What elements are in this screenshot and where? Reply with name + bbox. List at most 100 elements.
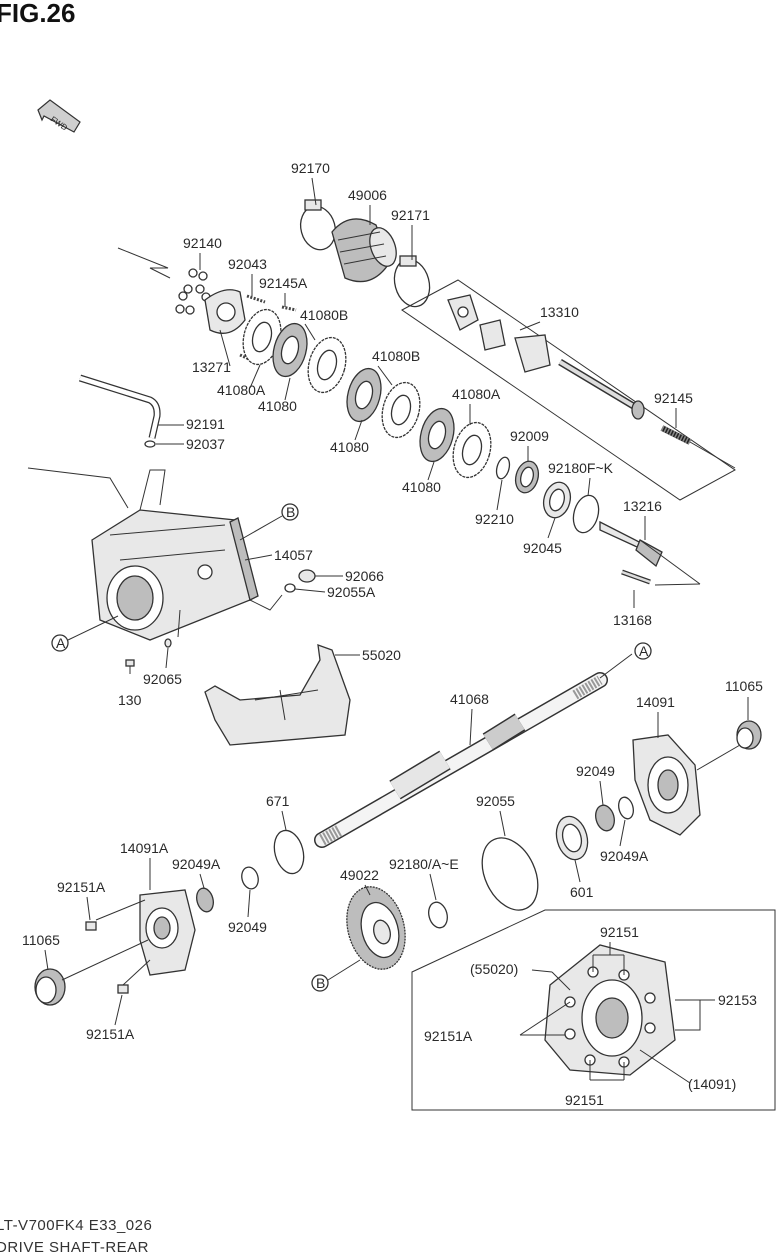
clutch-plate-41080A-2 — [452, 421, 492, 479]
inset-label-92153: 92153 — [718, 992, 757, 1008]
oring-671 — [273, 829, 305, 875]
clutch-disc-41080-1 — [272, 322, 308, 378]
inset-label-14091: (14091) — [688, 1076, 736, 1092]
ring-92210 — [495, 456, 511, 480]
label-11065-lower: 11065 — [22, 932, 60, 948]
label-14091: 14091 — [636, 694, 675, 710]
cover-14091 — [632, 734, 701, 836]
label-49022: 49022 — [340, 867, 379, 883]
pinion-13216 — [599, 520, 663, 568]
callout-A-left: A — [51, 634, 69, 652]
label-92049-lower: 92049 — [228, 919, 267, 935]
guide-line — [117, 247, 171, 279]
inset-label-92151A: 92151A — [424, 1028, 473, 1044]
guide-line — [177, 609, 181, 638]
label-130: 130 — [118, 692, 142, 708]
pin-92043 — [246, 294, 266, 304]
footer-code: LT-V700FK4 E33_026 — [0, 1217, 152, 1234]
inset-label-92151-top: 92151 — [600, 924, 639, 940]
clamp-92171 — [393, 255, 431, 308]
svg-text:B: B — [286, 504, 295, 520]
clutch-disc-41080-2 — [346, 367, 382, 423]
label-13310: 13310 — [540, 304, 579, 320]
bolt-130 — [125, 659, 135, 674]
label-92066: 92066 — [345, 568, 384, 584]
label-41080B-1: 41080B — [300, 307, 348, 323]
label-92065: 92065 — [143, 671, 182, 687]
oring-92055A — [284, 583, 296, 593]
fitting-13168 — [621, 569, 651, 585]
label-92191: 92191 — [186, 416, 225, 432]
differential-case-14057 — [27, 467, 259, 641]
cover-14091A — [139, 889, 196, 976]
inset-box — [411, 909, 776, 1111]
bearing-92045 — [542, 481, 572, 519]
label-14057: 14057 — [274, 547, 313, 563]
clutch-disc-41080-3 — [419, 407, 455, 463]
label-49006: 49006 — [348, 187, 387, 203]
label-92140: 92140 — [183, 235, 222, 251]
svg-text:A: A — [56, 635, 66, 651]
clutch-plate-41080B-2 — [381, 381, 421, 439]
guide-line — [639, 539, 701, 585]
label-92043: 92043 — [228, 256, 267, 272]
label-13168: 13168 — [613, 612, 652, 628]
label-41068: 41068 — [450, 691, 489, 707]
svg-text:A: A — [639, 643, 649, 659]
boot-49006 — [331, 218, 397, 283]
callout-B-lower: B — [311, 974, 329, 992]
label-92210: 92210 — [475, 511, 514, 527]
callout-B-upper: B — [281, 503, 299, 521]
clutch-plate-41080B-1 — [307, 336, 347, 394]
plate-13271 — [204, 289, 246, 334]
cap-11065-upper — [736, 720, 762, 750]
bearing-601 — [555, 815, 589, 861]
label-55020: 55020 — [362, 647, 401, 663]
footer-name: DRIVE SHAFT-REAR — [0, 1239, 149, 1254]
label-92055: 92055 — [476, 793, 515, 809]
label-41080B-2: 41080B — [372, 348, 420, 364]
ball-cluster-92140 — [175, 268, 211, 315]
inset-label-55020: (55020) — [470, 961, 518, 977]
seal-92049 — [595, 804, 615, 832]
bracket-55020 — [204, 644, 351, 746]
label-41080A-1: 41080A — [217, 382, 266, 398]
label-92049-upper: 92049 — [576, 763, 615, 779]
plug-92065 — [164, 638, 172, 648]
plug-92066 — [298, 569, 316, 583]
callout-A-right: A — [634, 642, 652, 660]
label-11065-upper: 11065 — [725, 678, 763, 694]
guide-line — [599, 653, 633, 679]
guide-line — [696, 744, 741, 771]
clamp-92170 — [299, 199, 337, 251]
label-671: 671 — [266, 793, 290, 809]
figure-title: FIG.26 — [0, 0, 75, 28]
guide-line — [249, 594, 283, 611]
label-14091A: 14091A — [120, 840, 169, 856]
label-92049A-upper: 92049A — [600, 848, 649, 864]
breather-hose-92191 — [78, 374, 161, 439]
clamp-92037 — [144, 440, 156, 448]
shaft-41068 — [314, 672, 608, 848]
ring-gear-49022 — [346, 886, 406, 970]
label-92151A-upper: 92151A — [57, 879, 106, 895]
label-41080-3: 41080 — [402, 479, 441, 495]
label-41080-1: 41080 — [258, 398, 297, 414]
pin-92145A — [281, 305, 297, 312]
bolt-92151A-upper — [85, 921, 97, 931]
label-92049A-lower: 92049A — [172, 856, 221, 872]
label-92180F-K: 92180F~K — [548, 460, 614, 476]
label-92145: 92145 — [654, 390, 693, 406]
fwd-arrow-icon: FWD — [37, 99, 81, 133]
label-92055A: 92055A — [327, 584, 376, 600]
label-41080A-2: 41080A — [452, 386, 501, 402]
guide-line — [654, 583, 701, 586]
label-41080-2: 41080 — [330, 439, 369, 455]
seal-92049A-lower — [196, 887, 214, 913]
label-92037: 92037 — [186, 436, 225, 452]
label-92151A-lower: 92151A — [86, 1026, 135, 1042]
oring-92055 — [481, 837, 539, 911]
label-13271: 13271 — [192, 359, 231, 375]
shim-92180A-E — [428, 901, 448, 929]
